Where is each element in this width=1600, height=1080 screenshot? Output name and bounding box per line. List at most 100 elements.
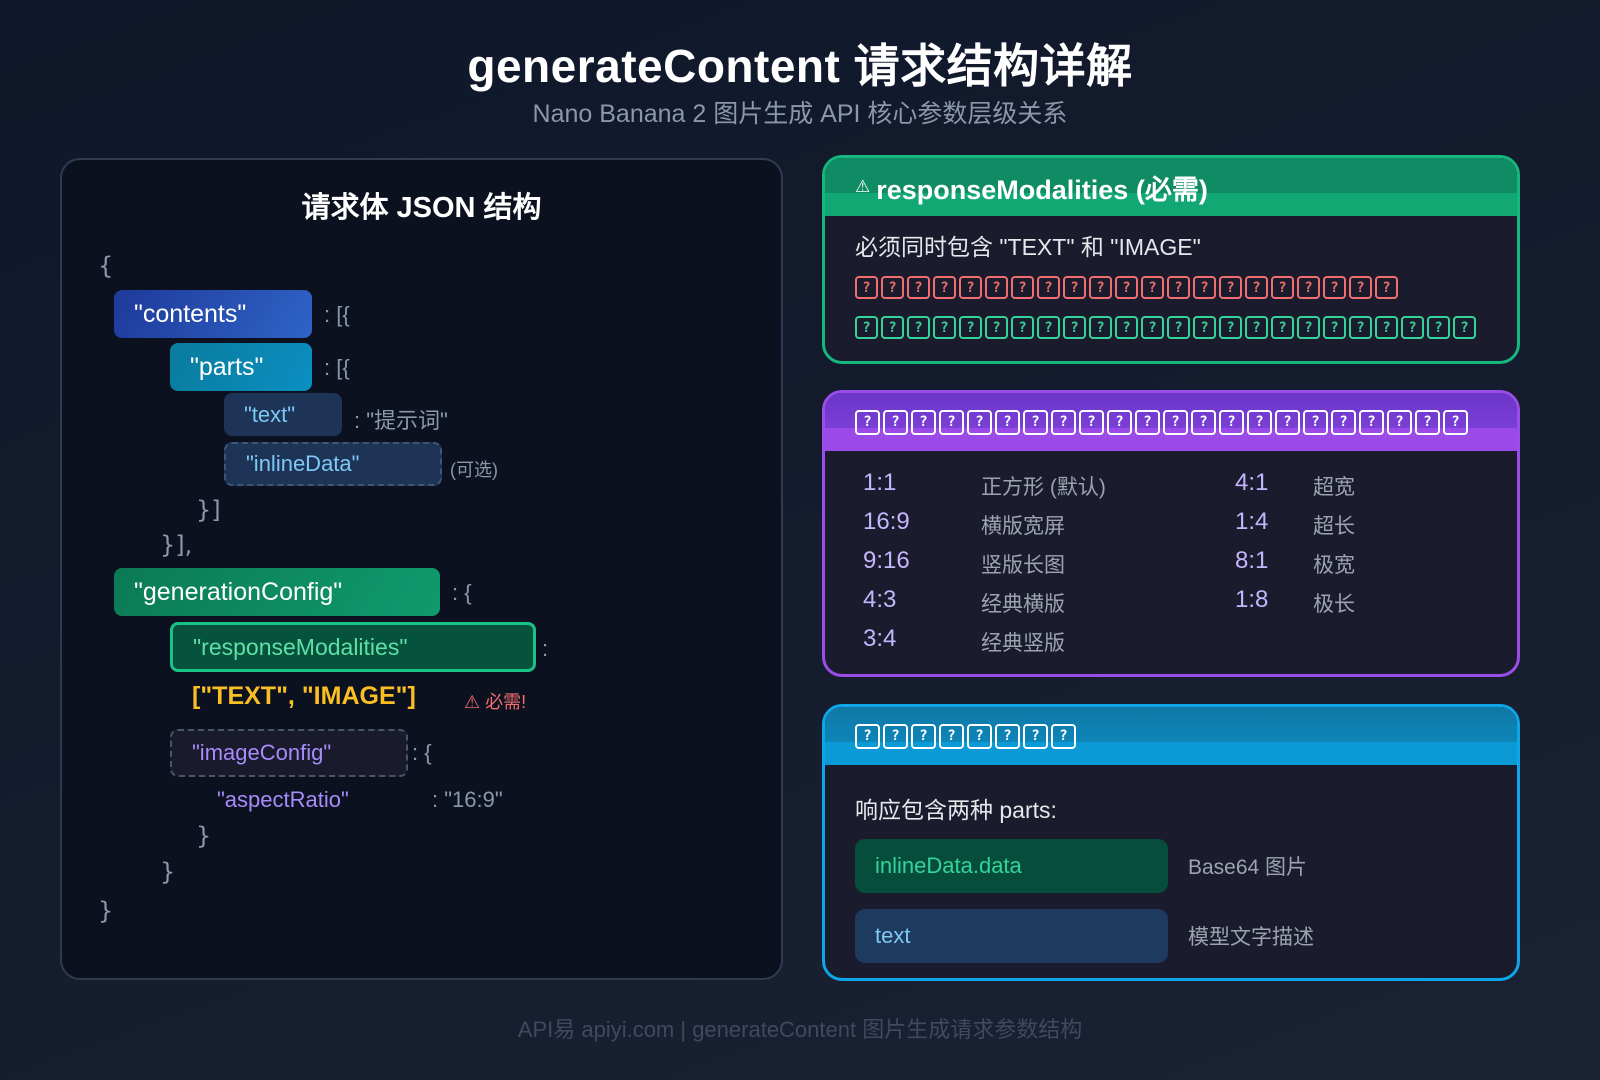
text-pill: text (855, 909, 1168, 963)
missing-glyph-icon: ? (1011, 316, 1034, 339)
missing-glyph-row-green: ???????????????????????? (855, 316, 1487, 339)
ratio-value: 4:1 (1235, 469, 1269, 496)
missing-glyph-icon: ? (1089, 316, 1112, 339)
page-subtitle: Nano Banana 2 图片生成 API 核心参数层级关系 (532, 100, 1068, 128)
missing-glyph-icon: ? (985, 276, 1008, 299)
missing-glyph-icon: ? (1219, 409, 1244, 435)
aspect-ratio-value: : "16:9" (432, 787, 503, 812)
missing-glyph-icon: ? (1359, 409, 1384, 435)
missing-glyph-icon: ? (881, 276, 904, 299)
missing-glyph-icon: ? (1193, 276, 1216, 299)
missing-glyph-icon: ? (1271, 276, 1294, 299)
card-header: ⚠ responseModalities (必需) (825, 158, 1517, 216)
part-desc: Base64 图片 (1188, 856, 1308, 879)
missing-glyph-icon: ? (1349, 276, 1372, 299)
warning-icon: ⚠ (855, 177, 871, 196)
missing-glyph-icon: ? (1163, 409, 1188, 435)
missing-glyph-icon: ? (1219, 276, 1242, 299)
missing-glyph-icon: ? (939, 409, 964, 435)
missing-glyph-icon: ? (1275, 409, 1300, 435)
missing-glyph-icon: ? (1375, 316, 1398, 339)
missing-glyph-icon: ? (1427, 316, 1450, 339)
missing-glyph-icon: ? (933, 316, 956, 339)
ratio-desc: 横版宽屏 (981, 515, 1065, 538)
missing-glyph-icon: ? (855, 276, 878, 299)
missing-glyph-icon: ? (1401, 316, 1424, 339)
missing-glyph-icon: ? (883, 409, 908, 435)
response-card: ???????? 响应包含两种 parts: inlineData.data B… (822, 704, 1520, 981)
missing-glyph-icon: ? (959, 316, 982, 339)
response-part-row: text 模型文字描述 (855, 909, 1487, 963)
missing-glyph-icon: ? (1167, 316, 1190, 339)
missing-glyph-icon: ? (1141, 316, 1164, 339)
generation-config-key: "generationConfig" (114, 568, 440, 616)
response-part-row: inlineData.data Base64 图片 (855, 839, 1487, 893)
response-modalities-punct: : (542, 636, 549, 661)
missing-glyph-icon: ? (959, 276, 982, 299)
image-config-punct: : { (412, 740, 432, 765)
requirement-line: 必须同时包含 "TEXT" 和 "IMAGE" (855, 234, 1201, 260)
missing-glyph-icon: ? (1219, 316, 1242, 339)
card-title: responseModalities (必需) (876, 174, 1208, 205)
missing-glyph-icon: ? (995, 723, 1020, 749)
missing-glyph-icon: ? (1107, 409, 1132, 435)
missing-glyph-icon: ? (1453, 316, 1476, 339)
missing-glyph-title: ???????? (855, 723, 1076, 749)
text-key: "text" (224, 393, 342, 436)
card-header: ?????????????????????? (825, 393, 1517, 451)
ratio-desc: 极宽 (1313, 554, 1355, 577)
open-brace: { (98, 252, 114, 280)
missing-glyph-icon: ? (967, 723, 992, 749)
missing-glyph-icon: ? (1063, 276, 1086, 299)
missing-glyph-icon: ? (1011, 276, 1034, 299)
missing-glyph-icon: ? (967, 409, 992, 435)
card-header: ???????? (825, 707, 1517, 765)
contents-punct: : [{ (324, 302, 350, 327)
generation-config-punct: : { (452, 580, 472, 605)
missing-glyph-icon: ? (1051, 409, 1076, 435)
missing-glyph-icon: ? (907, 316, 930, 339)
close-contents: }], (160, 531, 193, 559)
missing-glyph-icon: ? (1193, 316, 1216, 339)
page-title: generateContent 请求结构详解 (467, 40, 1133, 92)
missing-glyph-icon: ? (881, 316, 904, 339)
response-modalities-card: ⚠ responseModalities (必需) 必须同时包含 "TEXT" … (822, 155, 1520, 364)
missing-glyph-icon: ? (1141, 276, 1164, 299)
missing-glyph-icon: ? (1323, 316, 1346, 339)
inline-data-key: "inlineData" (224, 442, 442, 486)
ratio-desc: 竖版长图 (981, 554, 1065, 577)
aspect-ratio-key: "aspectRatio" (217, 787, 349, 812)
missing-glyph-icon: ? (883, 723, 908, 749)
missing-glyph-icon: ? (1023, 723, 1048, 749)
missing-glyph-icon: ? (1167, 276, 1190, 299)
image-config-key: "imageConfig" (170, 729, 408, 777)
ratio-desc: 极长 (1313, 593, 1355, 616)
missing-glyph-icon: ? (1331, 409, 1356, 435)
missing-glyph-icon: ? (855, 316, 878, 339)
missing-glyph-icon: ? (995, 409, 1020, 435)
missing-glyph-icon: ? (939, 723, 964, 749)
missing-glyph-icon: ? (1245, 316, 1268, 339)
inline-data-pill: inlineData.data (855, 839, 1168, 893)
ratio-desc: 经典横版 (981, 593, 1065, 616)
parts-key: "parts" (170, 343, 312, 391)
missing-glyph-icon: ? (1443, 409, 1468, 435)
missing-glyph-icon: ? (1323, 276, 1346, 299)
aspect-ratio-card: ?????????????????????? 1:1 正方形 (默认) 16:9… (822, 390, 1520, 677)
missing-glyph-icon: ? (1387, 409, 1412, 435)
response-modalities-key: "responseModalities" (170, 622, 536, 672)
missing-glyph-icon: ? (855, 409, 880, 435)
missing-glyph-icon: ? (1079, 409, 1104, 435)
missing-glyph-icon: ? (1415, 409, 1440, 435)
footer: API易 apiyi.com | generateContent 图片生成请求参… (517, 1017, 1083, 1042)
missing-glyph-icon: ? (1247, 409, 1272, 435)
missing-glyph-icon: ? (907, 276, 930, 299)
missing-glyph-icon: ? (911, 409, 936, 435)
missing-glyph-icon: ? (1297, 316, 1320, 339)
ratio-grid: 1:1 正方形 (默认) 16:9 横版宽屏 9:16 竖版长图 4:3 经典横… (825, 451, 1517, 661)
missing-glyph-icon: ? (933, 276, 956, 299)
missing-glyph-icon: ? (911, 723, 936, 749)
missing-glyph-icon: ? (1271, 316, 1294, 339)
required-warning: ⚠ 必需! (464, 692, 527, 712)
parts-punct: : [{ (324, 355, 350, 380)
